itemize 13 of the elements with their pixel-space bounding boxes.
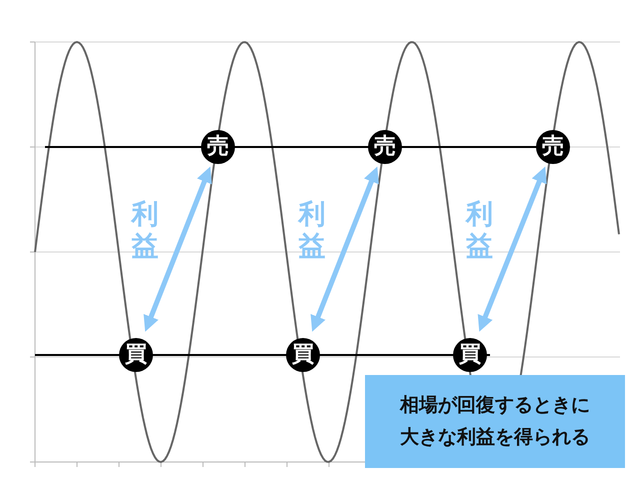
double-arrow <box>310 166 379 332</box>
edge-label: 利益 <box>466 199 494 263</box>
double-arrow <box>478 166 547 332</box>
double-arrow <box>144 166 212 332</box>
buy-marker: 買 <box>453 338 487 372</box>
buy-marker: 買 <box>119 338 153 372</box>
note-box: 相場が回復するときに大きな利益を得られる <box>365 375 625 468</box>
sell-marker: 売 <box>368 130 402 164</box>
sell-marker: 売 <box>536 130 570 164</box>
edge-label: 利益 <box>131 199 159 263</box>
buy-marker: 買 <box>286 338 320 372</box>
sell-marker: 売 <box>201 130 235 164</box>
edge-label: 利益 <box>298 199 326 263</box>
